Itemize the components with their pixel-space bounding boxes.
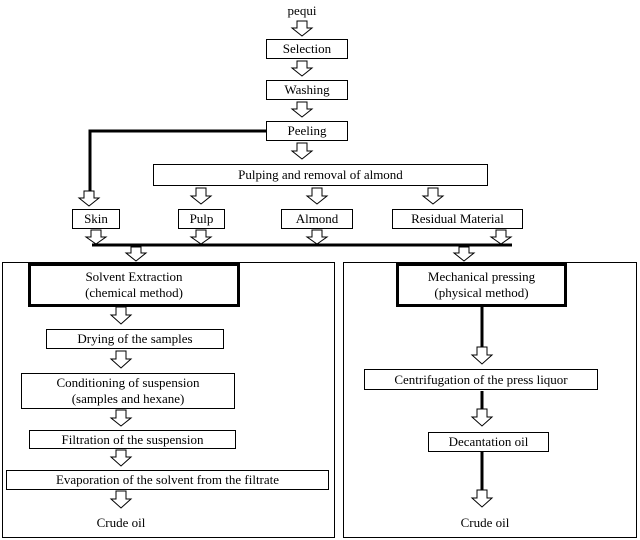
down-arrow (84, 229, 108, 245)
down-arrow (109, 306, 133, 325)
product-residual-material: Residual Material (392, 209, 523, 229)
down-arrow (189, 229, 213, 245)
chemical-output-crude-oil: Crude oil (96, 515, 146, 530)
step-conditioning: Conditioning of suspension (samples and … (21, 373, 235, 409)
step-drying: Drying of the samples (46, 329, 224, 349)
down-arrow (189, 187, 213, 205)
down-arrow (109, 350, 133, 369)
down-arrow (290, 101, 314, 118)
step-centrifugation: Centrifugation of the press liquor (364, 369, 598, 390)
down-arrow (305, 229, 329, 245)
down-arrow (470, 346, 494, 365)
step-pulping: Pulping and removal of almond (153, 164, 488, 186)
down-arrow (109, 409, 133, 427)
down-arrow (470, 408, 494, 427)
step-decantation: Decantation oil (428, 432, 549, 452)
product-pulp: Pulp (178, 209, 225, 229)
chemical-method-title: Solvent Extraction (chemical method) (28, 263, 240, 307)
down-arrow (290, 142, 314, 160)
step-filtration: Filtration of the suspension (29, 430, 236, 449)
step-peeling: Peeling (266, 121, 348, 141)
conditioning-line1: Conditioning of suspension (56, 375, 200, 390)
start-label-pequi: pequi (287, 3, 317, 18)
product-skin: Skin (72, 209, 120, 229)
product-almond: Almond (281, 209, 353, 229)
peeling-to-skin-line (88, 129, 266, 191)
down-arrow (489, 229, 513, 245)
chemical-title-line1: Solvent Extraction (85, 269, 183, 284)
conditioning-line2: (samples and hexane) (71, 391, 185, 406)
chemical-method-panel (2, 262, 335, 538)
down-arrow (452, 246, 476, 262)
down-arrow (109, 490, 133, 509)
physical-output-crude-oil: Crude oil (460, 515, 510, 530)
chemical-title-line2: (chemical method) (85, 285, 183, 300)
down-arrow (124, 246, 148, 262)
step-washing: Washing (266, 80, 348, 100)
physical-title-line1: Mechanical pressing (427, 269, 536, 284)
physical-title-line2: (physical method) (434, 285, 529, 300)
down-arrow (470, 489, 494, 508)
down-arrow (77, 190, 101, 207)
physical-method-panel (343, 262, 637, 538)
step-evaporation: Evaporation of the solvent from the filt… (6, 470, 329, 490)
down-arrow (290, 20, 314, 37)
down-arrow (290, 60, 314, 77)
physical-method-title: Mechanical pressing (physical method) (396, 263, 567, 307)
step-selection: Selection (266, 39, 348, 59)
down-arrow (305, 187, 329, 205)
down-arrow (421, 187, 445, 205)
down-arrow (109, 449, 133, 467)
